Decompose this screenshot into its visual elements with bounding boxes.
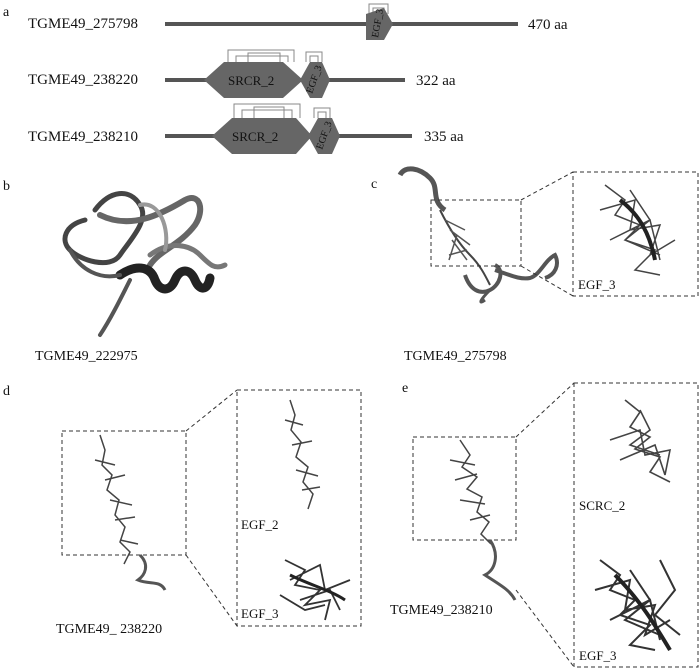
inset-box-d [237,390,361,626]
zoom-line-c-bottom [521,266,573,296]
inset-label-d-1: EGF_2 [241,517,279,532]
gene-row-1: TGME49_275798 EGF_3 470 aa [28,4,568,40]
protein-structure-b [65,194,225,335]
inset-structure-e-scrc2 [610,400,670,482]
inset-structure-d-egf3 [280,560,350,620]
panel-letter-b: b [3,179,10,194]
gene-label-2: TGME49_238220 [28,72,138,88]
zoom-box-d [62,431,186,555]
zoom-line-e-bottom [516,590,574,667]
protein-structure-d [95,435,165,590]
panel-letter-a: a [3,5,10,20]
zoom-line-c-top [521,172,573,200]
gene-length-3: 335 aa [424,129,464,145]
structure-name-d: TGME49_ 238220 [56,622,162,637]
inset-label-e-1: SCRC_2 [579,498,625,513]
gene-label-1: TGME49_275798 [28,16,138,32]
inset-label-c: EGF_3 [578,277,616,292]
disulfide-bonds-3a [234,104,300,118]
gene-label-3: TGME49_238210 [28,129,138,145]
panel-letter-e: e [402,381,408,396]
inset-label-d-2: EGF_3 [241,606,279,621]
inset-structure-d-egf2 [285,400,320,509]
inset-label-e-2: EGF_3 [579,648,617,663]
protein-structure-e [450,440,515,600]
structure-name-c: TGME49_275798 [404,349,507,364]
srcr2-label-3: SRCR_2 [232,129,278,144]
disulfide-bonds-3b [314,108,330,118]
gene-row-3: TGME49_238210 SRCR_2 EGF_3 335 aa [28,104,464,154]
structure-name-b: TGME49_222975 [35,349,138,364]
gene-length-1: 470 aa [528,17,568,33]
zoom-line-d-bottom [186,555,237,626]
srcr2-label-2: SRCR_2 [228,73,274,88]
gene-row-2: TGME49_238220 SRCR_2 EGF_3 322 aa [28,50,456,98]
panel-letter-d: d [3,384,10,399]
gene-length-2: 322 aa [416,73,456,89]
zoom-line-e-top [516,383,574,437]
inset-structure-c [600,185,675,275]
disulfide-bonds-2a [228,50,294,62]
protein-structure-c [400,169,557,302]
panel-letter-c: c [371,177,377,192]
structure-name-e: TGME49_238210 [390,603,493,618]
zoom-line-d-top [186,390,237,431]
zoom-box-e [413,437,516,540]
inset-structure-e-egf3 [595,560,680,650]
disulfide-bonds-2b [306,52,322,62]
